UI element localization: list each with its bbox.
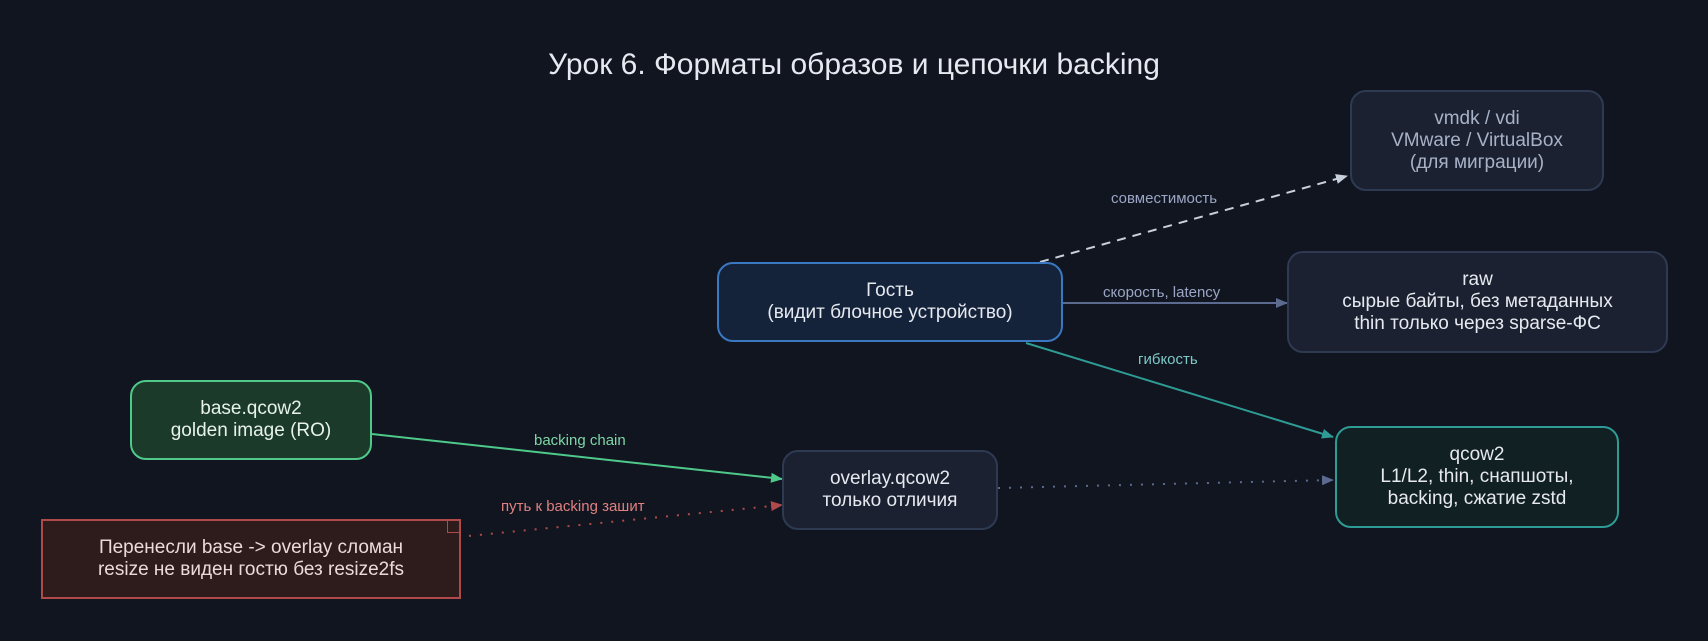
node-qcow2-line-2: L1/L2, thin, снапшоты, [1380,466,1574,487]
edge-label-compat: совместимость [1111,190,1218,207]
edge-label-flex: гибкость [1138,351,1198,368]
node-base-line-1: base.qcow2 [200,398,302,419]
node-guest-line-2: (видит блочное устройство) [767,302,1013,323]
node-note-line-2: resize не виден гостю без resize2fs [97,559,405,580]
node-overlay: overlay.qcow2 только отличия [782,450,998,530]
node-raw-line-2: сырые байты, без метаданных [1342,291,1613,312]
node-base-line-2: golden image (RO) [170,420,332,441]
edge-overlay-qcow2 [997,475,1334,489]
node-guest: Гость (видит блочное устройство) [717,262,1063,342]
edge-label-backing: backing chain [534,432,626,449]
node-note-line-1: Перенесли base -> overlay сломан [98,537,404,558]
node-vmdk-line-2: VMware / VirtualBox [1391,129,1563,151]
edge-backing [371,433,783,483]
node-guest-line-1: Гость [866,280,914,301]
node-vmdk-line-1: vmdk / vdi [1434,107,1520,129]
edge-compat [1039,174,1348,263]
note-fold-icon [447,519,461,533]
node-raw-line-1: raw [1462,269,1493,290]
node-note: Перенесли base -> overlay сломан resize … [41,519,461,599]
node-vmdk: vmdk / vdi VMware / VirtualBox (для мигр… [1350,90,1604,191]
node-qcow2-line-1: qcow2 [1449,444,1505,465]
node-raw-line-3: thin только через sparse-ФС [1354,313,1601,334]
node-qcow2-line-3: backing, сжатие zstd [1387,488,1567,509]
node-overlay-line-1: overlay.qcow2 [829,468,951,489]
edge-label-speed: скорость, latency [1103,284,1221,301]
node-vmdk-line-3: (для миграции) [1409,151,1545,173]
node-qcow2: qcow2 L1/L2, thin, снапшоты, backing, сж… [1335,426,1619,528]
edge-label-note-path: путь к backing зашит [501,498,645,515]
node-base: base.qcow2 golden image (RO) [130,380,372,460]
node-raw: raw сырые байты, без метаданных thin тол… [1287,251,1668,353]
edge-flex [1025,342,1334,439]
diagram-title: Урок 6. Форматы образов и цепочки backin… [548,48,1160,81]
node-overlay-line-2: только отличия [822,490,958,511]
